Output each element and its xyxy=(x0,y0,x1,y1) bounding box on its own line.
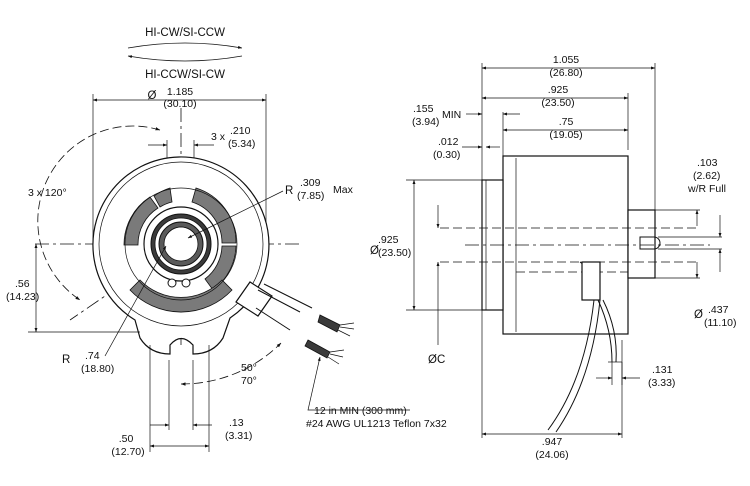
shaft-length-in: .75 xyxy=(559,116,574,128)
side-view: 1.055 (26.80) .925 (23.50) .155 MIN (3.9… xyxy=(370,54,737,461)
front-diameter-mm: (30.10) xyxy=(163,98,196,110)
wire-spec-note: #24 AWG UL1213 Teflon 7x32 xyxy=(306,418,447,430)
shaft-diameter-mm: (11.10) xyxy=(704,317,737,329)
height-in: .56 xyxy=(15,278,30,290)
height-mm: (14.23) xyxy=(6,291,39,303)
overall-length-in: 1.055 xyxy=(553,54,579,66)
slot-angle-arc xyxy=(37,125,161,301)
slot-width-in: .210 xyxy=(230,125,251,137)
wire-angle-2: 70° xyxy=(241,375,257,387)
wire-angle-1: 50° xyxy=(241,362,257,374)
radius-max: Max xyxy=(333,184,354,196)
body-radius-mm: (18.80) xyxy=(81,363,114,375)
slot-width-prefix: 3 x xyxy=(211,131,226,143)
wire-length-note: 12 in MIN (300 mm) xyxy=(314,405,407,417)
shaft xyxy=(627,209,656,279)
front-view: HI-CW/SI-CCW HI-CCW/SI-CW Ø 1.185 (30.10… xyxy=(6,27,447,458)
body-diameter-in: .925 xyxy=(378,234,399,246)
flange-mm: (0.30) xyxy=(433,149,460,161)
gap-in: .131 xyxy=(652,364,673,376)
radius-mm: (7.85) xyxy=(297,190,324,202)
spacing-mm: (12.70) xyxy=(111,446,144,458)
radius-in: .309 xyxy=(300,177,321,189)
depth-in: .947 xyxy=(542,436,563,448)
spacing-in: .50 xyxy=(119,433,134,445)
rotation-cw-label: HI-CW/SI-CCW xyxy=(145,27,225,39)
body-radius-in: .74 xyxy=(85,350,100,362)
min-label-in: .155 xyxy=(413,103,434,115)
rotation-ccw-arrow xyxy=(127,55,243,62)
rotation-cw-arrow xyxy=(127,42,243,49)
center-label: ØC xyxy=(428,354,445,366)
slot-width-mm: (5.34) xyxy=(228,138,255,150)
body-radius-symbol: R xyxy=(62,354,70,366)
shaft-diameter-symbol: Ø xyxy=(694,309,703,321)
arc-slots xyxy=(123,187,237,313)
min-label-mm: (3.94) xyxy=(412,116,439,128)
front-diameter-symbol: Ø xyxy=(148,90,157,102)
gap-mm: (3.33) xyxy=(648,377,675,389)
tab-width-mm: (3.31) xyxy=(225,430,252,442)
body-length-mm: (23.50) xyxy=(541,97,574,109)
shaft-diameter-in: .437 xyxy=(708,304,729,316)
body-length-in: .925 xyxy=(548,84,569,96)
terminal-hole xyxy=(181,278,191,288)
front-diameter-in: 1.185 xyxy=(167,86,193,98)
side-wire-cable xyxy=(547,261,622,433)
min-label-suffix: MIN xyxy=(442,109,461,121)
body-diameter-symbol: Ø xyxy=(370,245,379,257)
wire-cable xyxy=(235,281,355,365)
tab-width-in: .13 xyxy=(229,417,244,429)
terminal-hole xyxy=(167,278,177,288)
wire-angle-arc xyxy=(180,342,282,386)
radius-symbol: R xyxy=(285,185,293,197)
body-diameter-mm: (23.50) xyxy=(378,247,411,259)
rotation-ccw-label: HI-CCW/SI-CW xyxy=(145,69,225,81)
flat-mm: (2.62) xyxy=(693,170,720,182)
flat-note: w/R Full xyxy=(687,183,726,195)
slot-angle-label: 3 x 120° xyxy=(28,187,67,199)
flat-in: .103 xyxy=(697,157,718,169)
shaft-length-mm: (19.05) xyxy=(549,129,582,141)
depth-mm: (24.06) xyxy=(535,449,568,461)
overall-length-mm: (26.80) xyxy=(549,67,582,79)
flange-in: .012 xyxy=(438,136,459,148)
